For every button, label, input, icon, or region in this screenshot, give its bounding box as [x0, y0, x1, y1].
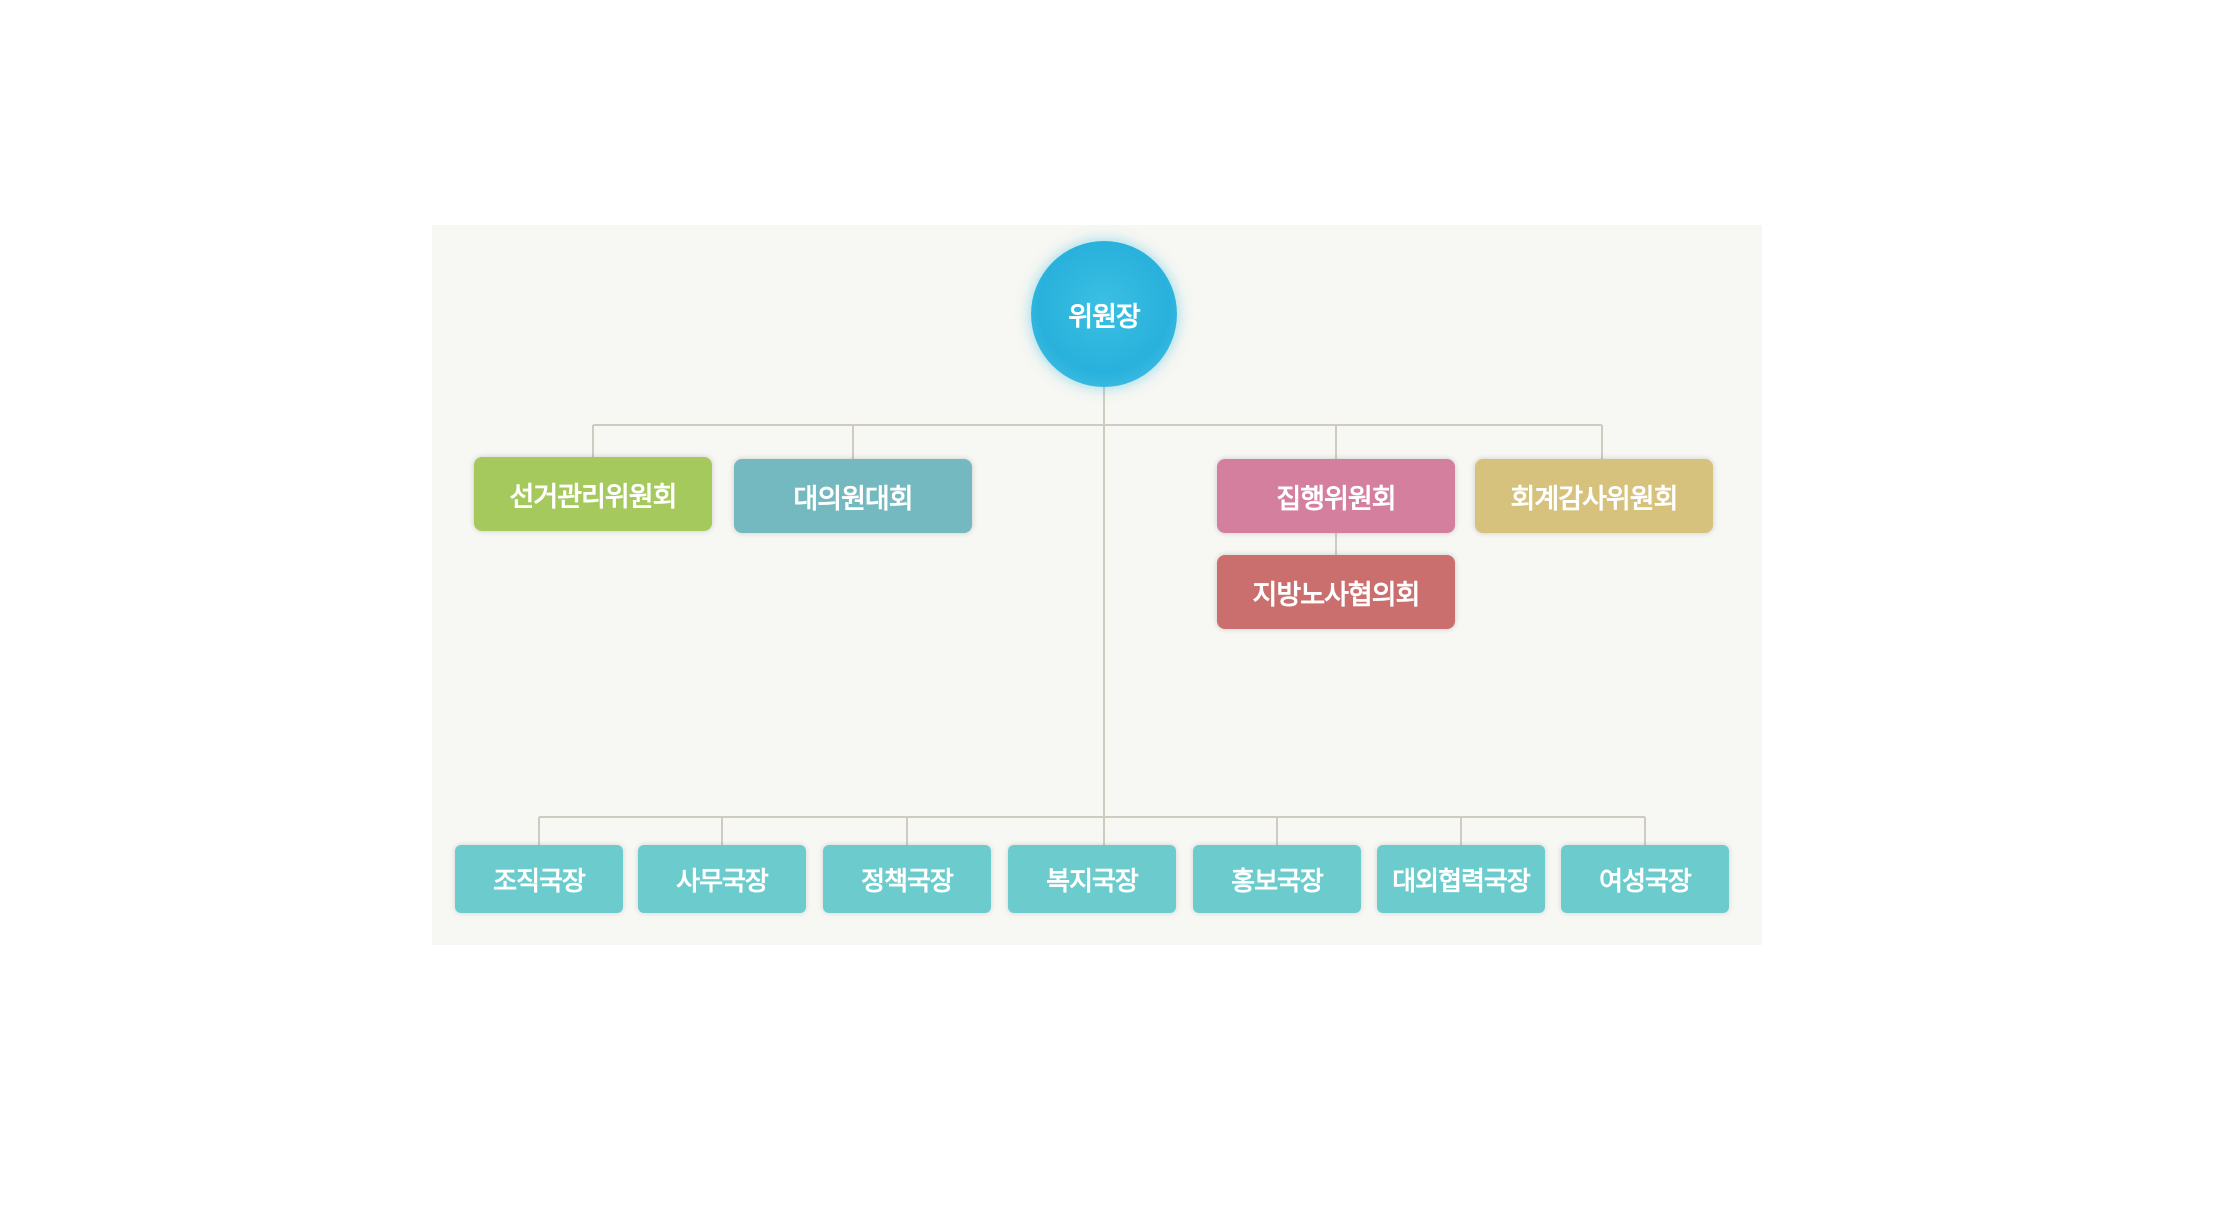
org-chart: 위원장 선거관리위원회 대의원대회 집행위원회 회계감사위원회 지방노사협의회 … [432, 225, 1762, 945]
chairperson-node[interactable]: 위원장 [1031, 241, 1177, 387]
department-node[interactable]: 대외협력국장 [1377, 845, 1545, 913]
connector-lines [538, 387, 1646, 845]
department-node[interactable]: 복지국장 [1008, 845, 1176, 913]
executive-committee-node[interactable]: 집행위원회 [1217, 459, 1455, 533]
department-node[interactable]: 정책국장 [823, 845, 991, 913]
audit-committee-node[interactable]: 회계감사위원회 [1475, 459, 1713, 533]
department-node[interactable]: 홍보국장 [1193, 845, 1361, 913]
election-committee-node[interactable]: 선거관리위원회 [474, 457, 712, 531]
department-node[interactable]: 여성국장 [1561, 845, 1729, 913]
local-labor-council-node[interactable]: 지방노사협의회 [1217, 555, 1455, 629]
department-node[interactable]: 사무국장 [638, 845, 806, 913]
department-node[interactable]: 조직국장 [455, 845, 623, 913]
delegates-meeting-node[interactable]: 대의원대회 [734, 459, 972, 533]
